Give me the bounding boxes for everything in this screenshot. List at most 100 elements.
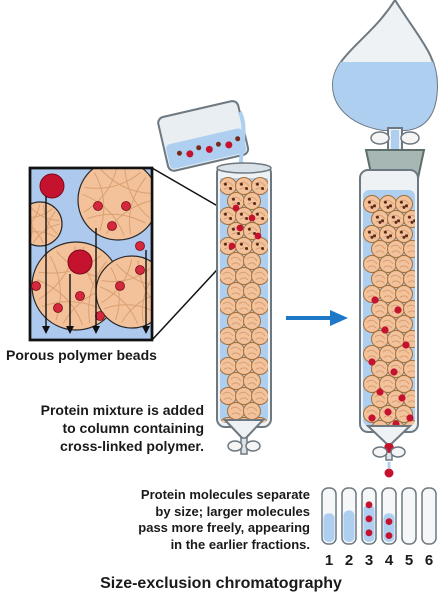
- bead-texture: [374, 274, 386, 284]
- large-protein: [365, 501, 373, 509]
- bead-texture: [366, 259, 378, 269]
- polymer-bead: [220, 177, 237, 195]
- large-protein: [385, 518, 393, 525]
- bead-texture: [382, 199, 394, 209]
- step2-line: by size; larger molecules: [155, 503, 310, 519]
- protein-dot: [205, 145, 213, 153]
- polymer-bead: [403, 300, 415, 318]
- small-protein: [255, 242, 259, 246]
- tube-liquid: [343, 510, 355, 542]
- polymer-bead: [227, 312, 245, 330]
- small-protein: [255, 212, 259, 216]
- bead-fiber: [30, 206, 60, 221]
- bead-texture: [246, 346, 258, 356]
- small-protein: [53, 303, 63, 313]
- polymer-bead: [395, 285, 413, 303]
- bead-texture: [254, 211, 266, 221]
- fraction-number: 6: [424, 552, 434, 569]
- bead-fiber: [121, 295, 152, 323]
- polymer-bead: [371, 420, 389, 426]
- large-protein: [67, 249, 93, 275]
- large-protein: [232, 204, 240, 212]
- polymer-bead: [251, 297, 268, 315]
- small-protein: [223, 212, 227, 216]
- bead-texture: [246, 406, 258, 416]
- inset-label: Porous polymer beads: [6, 347, 157, 363]
- polymer-bead: [403, 270, 415, 288]
- protein-dot: [176, 150, 182, 156]
- small-protein: [367, 230, 371, 234]
- polymer-bead: [227, 342, 245, 360]
- bead-fiber: [115, 263, 152, 286]
- small-protein: [373, 234, 377, 238]
- small-protein: [373, 204, 377, 208]
- bead-texture: [398, 259, 410, 269]
- bead-texture: [230, 286, 242, 296]
- bead-fiber: [94, 172, 105, 232]
- bead-texture: [406, 274, 415, 284]
- small-protein: [410, 220, 414, 224]
- small-protein: [237, 232, 241, 236]
- polymer-bead: [243, 282, 261, 300]
- bead-fiber: [110, 267, 120, 321]
- bead-texture: [254, 271, 266, 281]
- bead-texture: [222, 211, 234, 221]
- tube-liquid: [363, 504, 375, 542]
- polymer-bead: [227, 402, 245, 420]
- bead-fiber: [129, 176, 147, 234]
- large-protein: [376, 388, 384, 396]
- bead-texture: [366, 379, 378, 389]
- bead-fiber: [30, 231, 56, 238]
- bead-fiber: [82, 193, 125, 236]
- polymer-bead: [395, 345, 413, 363]
- polymer-bead: [387, 330, 405, 348]
- small-protein: [381, 219, 385, 223]
- polymer-bead: [220, 267, 237, 285]
- bead-texture: [374, 214, 386, 224]
- bead-texture: [246, 376, 258, 386]
- bead-texture: [398, 319, 410, 329]
- small-protein: [223, 242, 227, 246]
- small-protein: [247, 227, 251, 231]
- bead-fiber: [33, 223, 60, 243]
- polymer-bead: [379, 195, 397, 213]
- small-protein: [239, 242, 243, 246]
- bead-fiber: [88, 260, 108, 324]
- polymer-bead: [243, 192, 261, 210]
- step1-line: Protein mixture is added: [40, 402, 204, 418]
- fraction-tube: [401, 487, 417, 545]
- polymer-bead: [387, 270, 405, 288]
- small-protein: [95, 311, 105, 321]
- bead-texture: [230, 376, 242, 386]
- bead-fiber: [84, 171, 142, 189]
- small-protein: [386, 205, 390, 209]
- small-protein: [245, 217, 249, 221]
- small-protein: [107, 221, 117, 231]
- polymer-bead: [251, 177, 268, 195]
- polymer-bead: [30, 201, 63, 247]
- polymer-bead: [235, 327, 253, 345]
- polymer-bead: [363, 195, 381, 213]
- bead-fiber: [86, 213, 146, 224]
- bead-texture: [374, 244, 386, 254]
- separatory-funnel: [331, 0, 439, 179]
- bead-texture: [398, 379, 410, 389]
- polymer-bead: [235, 387, 253, 405]
- large-protein: [248, 214, 256, 222]
- protein-dot: [196, 145, 202, 151]
- fraction-number: 5: [404, 552, 414, 569]
- small-protein: [261, 217, 265, 221]
- small-protein: [413, 219, 415, 223]
- polymer-bead: [227, 252, 245, 270]
- large-protein: [384, 408, 392, 416]
- bead-texture: [406, 304, 415, 314]
- bead-texture: [398, 229, 410, 239]
- fraction-number: 4: [384, 552, 394, 569]
- small-protein: [370, 235, 374, 239]
- large-protein: [368, 414, 376, 422]
- left-column: [216, 162, 272, 455]
- bead-texture: [254, 181, 266, 191]
- small-protein: [31, 281, 41, 291]
- bead-texture: [230, 196, 242, 206]
- bead-texture: [246, 196, 258, 206]
